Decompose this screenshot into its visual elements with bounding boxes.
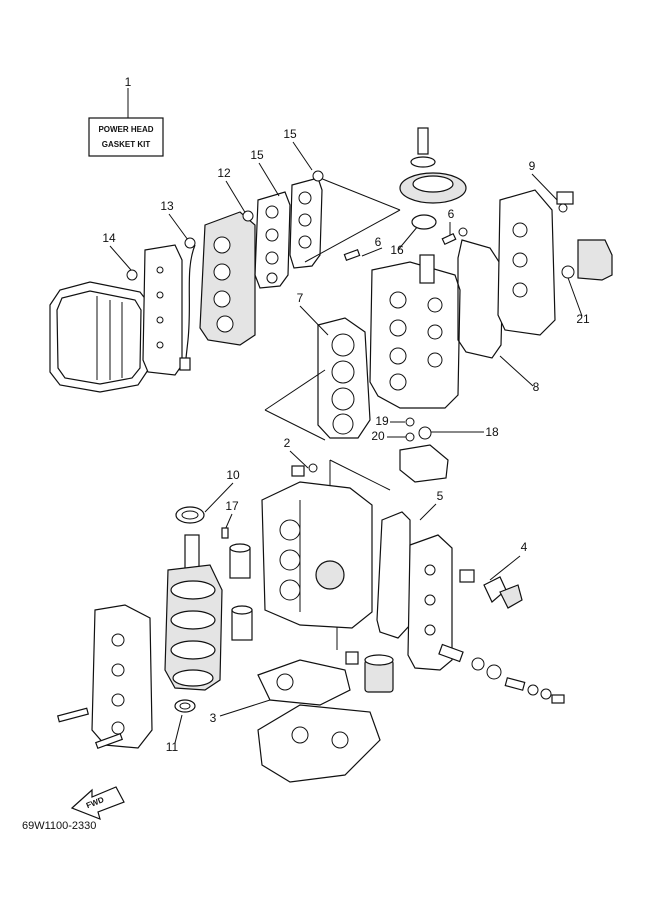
cylinder-head xyxy=(369,254,461,409)
oil-pan-gasket xyxy=(257,659,351,706)
crankcase-bolts xyxy=(56,707,124,750)
callout-14: 14 xyxy=(102,231,116,245)
callout-5: 5 xyxy=(437,489,444,503)
callout-4: 4 xyxy=(521,540,528,554)
anode-cover xyxy=(459,569,523,609)
exhaust-cover-gasket xyxy=(376,511,453,671)
intake-manifold-gasket-b xyxy=(289,170,324,269)
callout-6b: 6 xyxy=(448,207,455,221)
cover-plate-with-sensor xyxy=(142,237,196,376)
crankshaft-assembly xyxy=(164,534,223,691)
thermostat-sensor xyxy=(561,239,613,281)
callout-13: 13 xyxy=(160,199,174,213)
rocker-cover-right xyxy=(497,189,574,336)
cylinder-head-gasket xyxy=(317,317,371,439)
callout-11: 11 xyxy=(166,740,179,754)
crank-oil-seal-upper xyxy=(175,506,205,524)
cylinder-head-cover xyxy=(49,269,151,393)
callout-10: 10 xyxy=(226,468,240,482)
bolt-6b xyxy=(441,227,468,246)
cylinder-block xyxy=(261,481,373,629)
callout-21: 21 xyxy=(576,312,590,326)
crankcase-half xyxy=(91,604,153,749)
intake-assembly xyxy=(199,210,256,346)
callout-15a: 15 xyxy=(250,148,264,162)
forward-arrow: FWD xyxy=(70,786,125,821)
callout-17: 17 xyxy=(225,499,239,513)
head-cover-gasket xyxy=(457,239,504,359)
callout-20: 20 xyxy=(371,429,385,443)
power-head-gasket-kit-box: POWER HEAD GASKET KIT xyxy=(88,88,164,157)
leader-lines xyxy=(109,141,583,744)
piston-lower xyxy=(231,605,253,641)
callout-6a: 6 xyxy=(375,235,382,249)
kit-label-line1: POWER HEAD xyxy=(98,125,153,134)
callout-19: 19 xyxy=(375,414,389,428)
callout-7: 7 xyxy=(297,291,304,305)
oil-filter xyxy=(345,651,394,693)
callout-18: 18 xyxy=(485,425,499,439)
diagram-number: 69W1100-2330 xyxy=(22,820,96,832)
callout-8: 8 xyxy=(533,380,540,394)
callout-12: 12 xyxy=(217,166,231,180)
callout-15b: 15 xyxy=(283,127,297,141)
drain-bolt xyxy=(291,463,318,477)
callout-9: 9 xyxy=(529,159,536,173)
callout-1: 1 xyxy=(125,75,132,89)
intake-manifold-gasket-a xyxy=(254,191,291,289)
timing-pulley xyxy=(399,127,467,230)
dowel-pin xyxy=(221,527,229,539)
thermostat-housing xyxy=(399,417,449,483)
fittings-row xyxy=(438,643,565,704)
bolt-6a xyxy=(343,249,361,261)
callout-labels: 1 2 3 4 5 6 6 7 8 9 10 11 12 13 14 15 15… xyxy=(102,75,590,754)
piston-upper xyxy=(229,543,251,579)
kit-label-line2: GASKET KIT xyxy=(102,140,151,149)
crank-oil-seal-lower xyxy=(174,699,196,713)
exhaust-guide-base xyxy=(257,704,381,783)
callout-2: 2 xyxy=(284,436,291,450)
callout-3: 3 xyxy=(210,711,217,725)
